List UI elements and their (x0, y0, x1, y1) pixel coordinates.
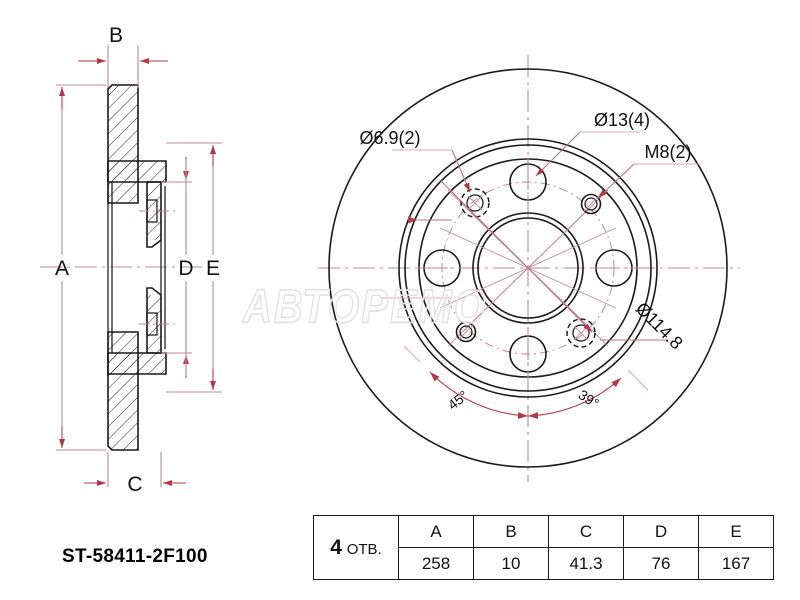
spec-table: 4 ОТВ. A B C D E 258 10 41.3 76 167 (313, 515, 774, 580)
bolt-holes-group (418, 158, 638, 378)
header-D: D (623, 515, 699, 548)
part-number-text: ST-58411-2F100 (62, 546, 208, 567)
dimension-letter-A: A (55, 257, 69, 280)
value-B: 10 (473, 547, 549, 580)
section-lower-rim (107, 331, 139, 451)
angle-label-left: 45° (445, 387, 472, 413)
angle-arc-left (429, 371, 529, 419)
angle-label-right: 39° (576, 386, 602, 411)
callout-bolt-hole-label: Ø13(4) (594, 110, 650, 130)
dimension-letter-E: E (206, 257, 220, 280)
dimension-D: D (161, 157, 194, 378)
leader-bolt-circle (408, 179, 668, 341)
holes-count-cell: 4 ОТВ. (313, 515, 399, 580)
thread-hole-upper-right (580, 193, 602, 215)
thread-holes-group (455, 193, 602, 343)
section-disc-walls (107, 182, 166, 353)
dimension-C: C (84, 452, 186, 496)
hub-bore-inner-circle (477, 217, 579, 319)
part-number: ST-58411-2F100 (62, 546, 208, 568)
table-row-header: 4 ОТВ. A B C D E (313, 515, 774, 580)
section-upper-lip (146, 181, 162, 248)
section-view: B A C (40, 24, 222, 496)
hub-bore-outer-circle (472, 212, 584, 324)
face-view: Ø6.9(2) Ø13(4) M8(2) Ø114.8 45° 39° (318, 55, 740, 482)
header-A: A (398, 515, 474, 548)
value-A: 258 (398, 547, 474, 580)
callout-bolt-circle-label: Ø114.8 (632, 298, 687, 353)
small-hole-upper-left (460, 188, 490, 218)
dimension-letter-D: D (178, 257, 193, 280)
dimension-letter-B: B (109, 24, 123, 47)
small-holes-group (460, 188, 596, 348)
dimension-A: A (55, 84, 106, 451)
disc-outer-circle (328, 68, 728, 468)
leader-bolt-hole (535, 131, 640, 177)
header-E: E (698, 515, 774, 548)
dimension-letter-C: C (127, 473, 142, 496)
thread-hole-lower-left (455, 321, 477, 343)
holes-count-number: 4 (330, 535, 342, 559)
section-lower-lip (146, 287, 162, 354)
section-upper-web (107, 160, 167, 183)
dimension-E: E (166, 142, 222, 393)
value-E: 167 (698, 547, 774, 580)
callout-small-hole-label: Ø6.9(2) (359, 128, 420, 148)
callout-thread-hole-label: M8(2) (644, 142, 691, 162)
angle-dimension-arcs (403, 345, 649, 419)
leader-thread-hole (597, 163, 700, 199)
value-D: 76 (623, 547, 699, 580)
leader-small-hole (380, 149, 471, 299)
angle-arc-right (527, 377, 622, 419)
holes-count-word: ОТВ. (346, 540, 382, 558)
header-B: B (473, 515, 549, 548)
value-C: 41.3 (548, 547, 624, 580)
header-C: C (548, 515, 624, 548)
dimension-B: B (78, 24, 168, 88)
table-row-values: 258 10 41.3 76 167 (314, 547, 774, 580)
